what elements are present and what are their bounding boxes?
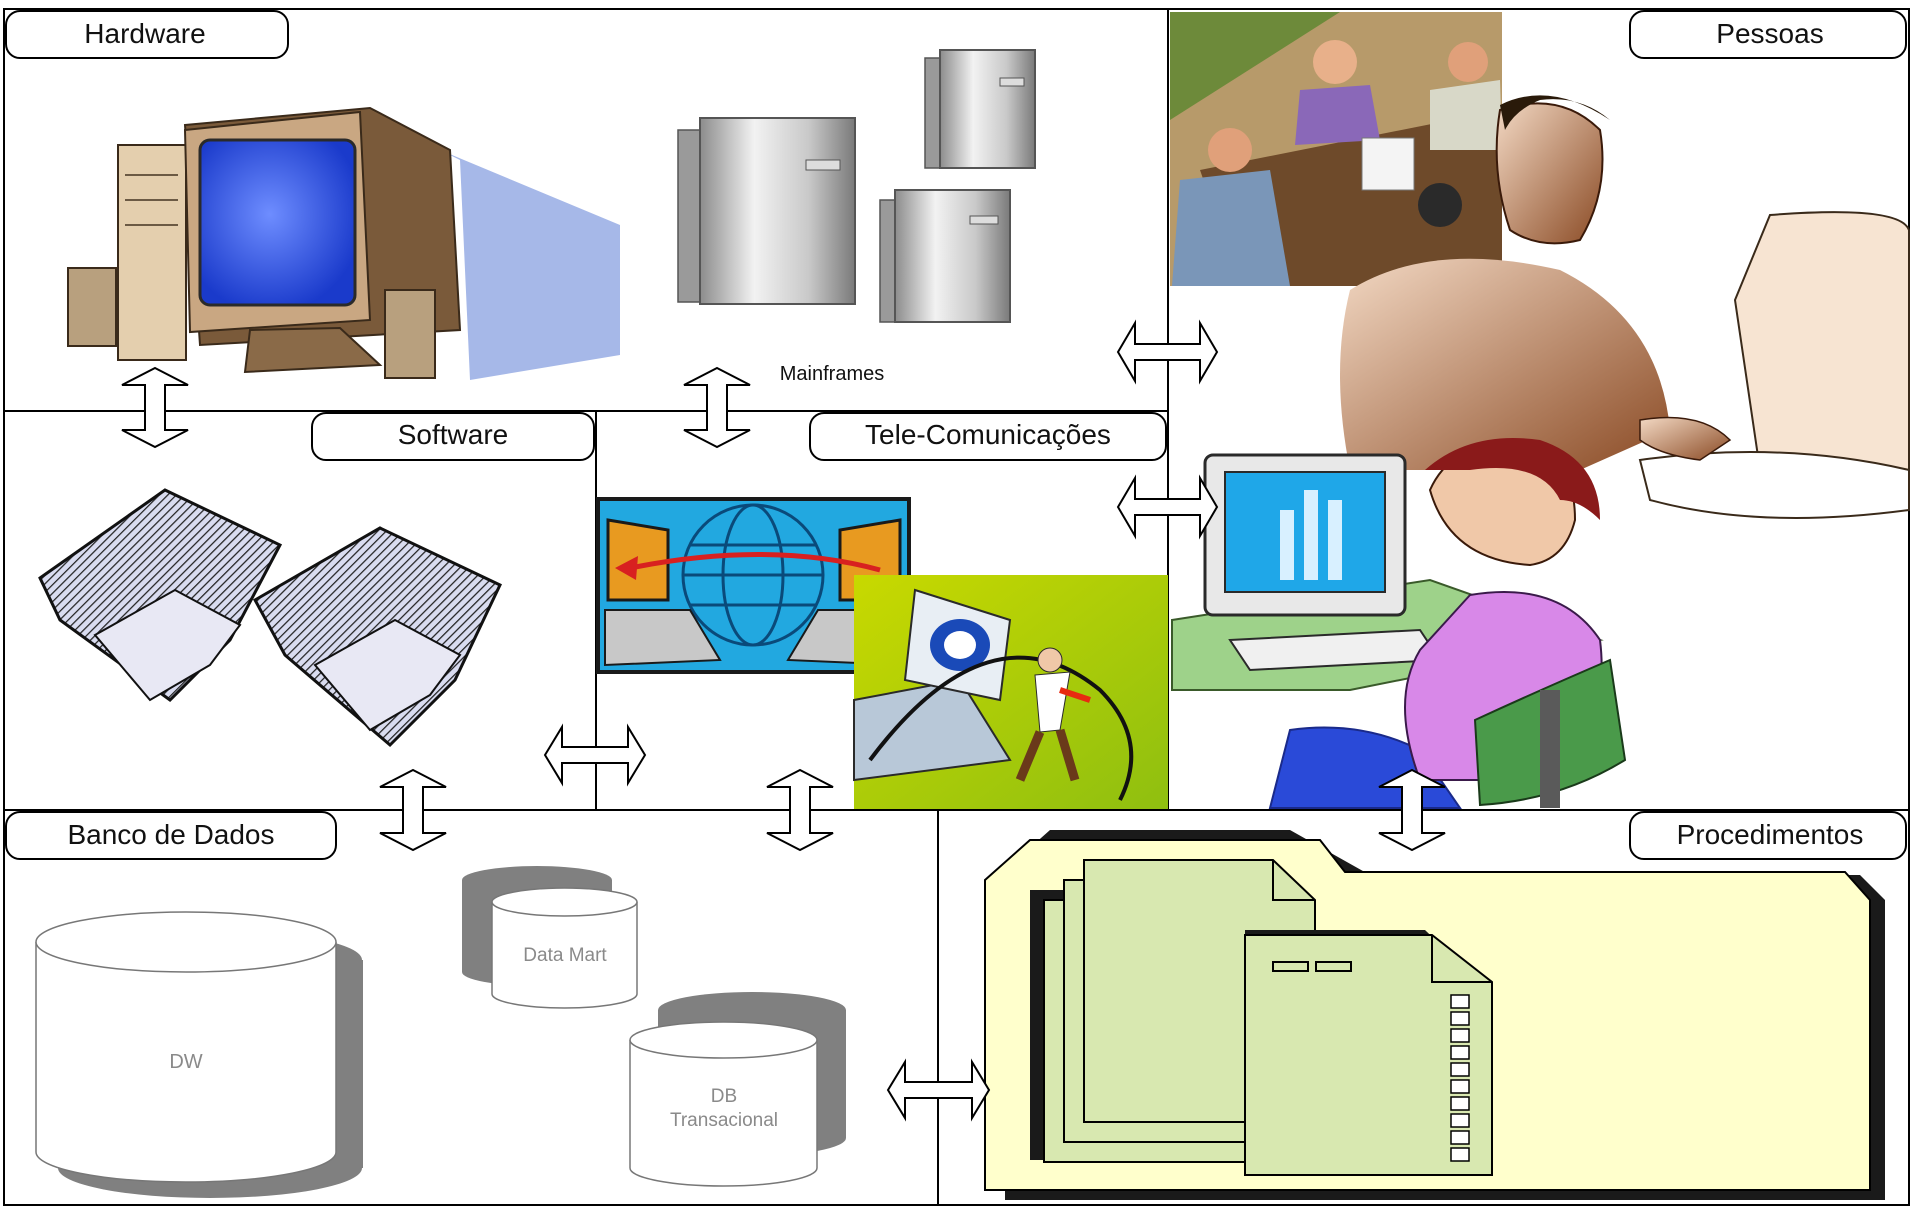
label-pessoas: Pessoas	[1629, 10, 1907, 59]
arrow-mainframes-telecom	[683, 366, 751, 449]
mainframe-servers-icon	[677, 49, 1036, 323]
connector-arrows	[121, 319, 1446, 1122]
label-procedimentos: Procedimentos	[1629, 811, 1907, 860]
man-at-computer-icon	[1340, 95, 1910, 519]
label-banco-text: Banco de Dados	[67, 819, 274, 850]
arrow-hardware-pessoas	[1116, 319, 1219, 385]
mainframes-caption: Mainframes	[780, 363, 884, 385]
floppy-disks-icon	[38, 488, 502, 748]
db-label-line2: Transacional	[670, 1110, 778, 1131]
label-hardware-text: Hardware	[84, 18, 205, 49]
label-software-text: Software	[398, 419, 509, 450]
arrow-pessoas-procedimentos	[1378, 768, 1446, 852]
label-procedimentos-text: Procedimentos	[1677, 819, 1864, 850]
datamart-database-icon	[462, 866, 638, 1009]
arrow-telecom-banco	[766, 768, 834, 852]
dw-database-icon	[35, 911, 363, 1198]
arrow-telecom-pessoas	[1116, 474, 1219, 540]
label-telecom-text: Tele-Comunicações	[865, 419, 1111, 450]
procedures-documents-icon	[1043, 859, 1493, 1176]
arrow-software-banco	[379, 768, 447, 852]
label-banco: Banco de Dados	[5, 811, 337, 860]
networking-person-icon	[853, 575, 1168, 809]
db-label-line1: DB	[711, 1086, 737, 1107]
arrow-banco-procedimentos	[886, 1058, 991, 1122]
datamart-label: Data Mart	[523, 945, 607, 966]
label-software: Software	[311, 412, 595, 461]
arrow-software-telecom	[543, 723, 647, 787]
label-pessoas-text: Pessoas	[1716, 18, 1823, 49]
business-meeting-icon	[1170, 12, 1502, 286]
db-transacional-database-icon	[629, 992, 846, 1187]
woman-at-computer-icon	[1171, 438, 1627, 809]
desktop-computer-icon	[67, 106, 620, 380]
label-telecom: Tele-Comunicações	[809, 412, 1167, 461]
dw-label: DW	[169, 1051, 202, 1073]
arrow-hardware-software	[121, 366, 189, 449]
label-hardware: Hardware	[5, 10, 289, 59]
